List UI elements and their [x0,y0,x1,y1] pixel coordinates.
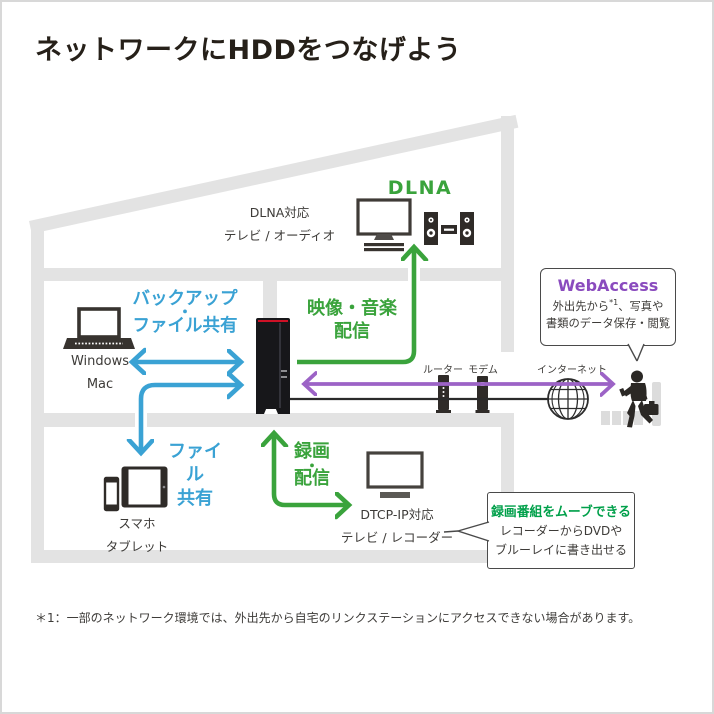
record-label-line2: 配信 [294,468,330,490]
footnote: ＊1：一部のネットワーク環境では、外出先から自宅のリンクステーションにアクセスで… [35,611,641,625]
page-title: ネットワークにHDDをつなげよう [35,35,462,66]
dlna-audio-speakers-icon [424,210,474,251]
house-attic-floor [44,268,501,281]
pc-label-line1: Windows [70,354,130,369]
dlna-heading: DLNA [387,177,453,199]
webaccess-body: 外出先から*1、写真や 書類のデータ保存・閲覧 [541,297,675,333]
mobile-label-line2: タブレット [105,539,169,555]
tablet-icon [121,466,168,512]
backup-label-line2: ファイル共有 [132,315,238,336]
bench-seat [612,411,621,425]
internet-label: インターネット [537,365,607,376]
move-callout: 録画番組をムーブできる レコーダーからDVDや ブルーレイに書き出せる [487,492,635,569]
webaccess-heading: WebAccess [557,276,659,295]
nas-linkstation-icon [256,318,290,414]
streaming-label-line2: 配信 [334,321,370,343]
nas-front-seam [279,323,281,408]
backup-label-line1: バックアップ [132,289,238,309]
router-icon [434,375,454,419]
move-callout-heading: 録画番組をムーブできる [491,505,631,520]
fileshare-label-line2: 共有 [177,487,213,509]
person-on-the-go-icon [616,370,664,436]
record-delivery-label: 録画 ・ 配信 [286,441,338,490]
dlna-device-label-line1: DLNA対応 [249,205,310,220]
dlna-device-label: DLNA対応 テレビ / オーディオ [212,201,347,247]
dlna-device-label-line2: テレビ / オーディオ [223,228,336,244]
nas-base-notch [264,409,278,414]
modem-icon [474,376,492,418]
move-callout-body: レコーダーからDVDや ブルーレイに書き出せる [488,522,634,560]
bench-seat [634,411,643,425]
webaccess-line1-pre: 外出先から [552,299,610,313]
webaccess-line1-post: 、写真や [618,299,664,313]
router-label: ルーター [423,365,463,376]
dtcp-tv-icon [366,451,424,503]
pc-label: Windows Mac [58,350,142,397]
backup-label-dot: ・ [177,303,193,322]
fileshare-label: ファイル 共有 [162,440,228,510]
smartphone-icon [103,476,120,516]
house-ground-floor [31,550,514,563]
nas-led [281,370,287,372]
nas-red-stripe [258,319,288,322]
mobile-label: スマホ タブレット [93,512,181,558]
internet-globe-icon [546,377,590,425]
laptop-icon [62,307,136,357]
modem-label: モデム [468,365,498,376]
pc-label-line2: Mac [86,377,114,393]
nas-led [281,376,287,378]
dtcp-device-label: DTCP-IP対応 テレビ / レコーダー [328,504,466,549]
dtcp-device-label-line1: DTCP-IP対応 [360,507,434,522]
backup-fileshare-label: バックアップ ・ ファイル共有 [122,289,248,336]
mobile-label-line1: スマホ [118,516,156,531]
move-callout-line1: レコーダーからDVDや [499,524,623,538]
streaming-label-line1: 映像・音楽 [307,298,397,319]
dtcp-device-label-line2: テレビ / レコーダー [340,529,454,545]
webaccess-callout: WebAccess 外出先から*1、写真や 書類のデータ保存・閲覧 [540,268,676,346]
move-callout-line2: ブルーレイに書き出せる [494,543,627,558]
fileshare-label-line1: ファイル [168,441,222,486]
dlna-tv-icon [356,198,412,256]
streaming-label: 映像・音楽 配信 [300,297,404,344]
bench-seat [623,411,632,425]
bench-seat [601,411,610,425]
house-left-wall [31,221,44,563]
house-right-wall-upper [501,116,514,352]
webaccess-line2: 書類のデータ保存・閲覧 [545,317,671,331]
webaccess-footnote-ref: *1 [609,298,619,307]
